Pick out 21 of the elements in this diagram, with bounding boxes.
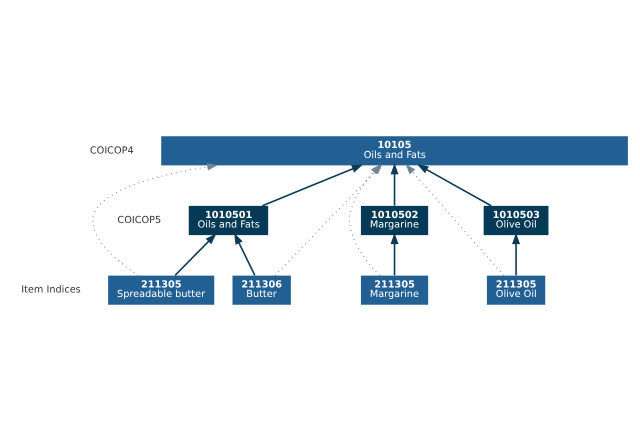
arrow [406, 164, 504, 276]
node-box: 1010501 Oils and Fats [188, 205, 268, 235]
arrow [234, 232, 256, 276]
arrow [262, 164, 364, 206]
node-box: 10105 Oils and Fats [161, 136, 628, 165]
arrow [92, 162, 218, 276]
label: COICOP4 [90, 144, 134, 156]
node-box: 211306 Butter [232, 275, 291, 304]
label: Item Indices [21, 284, 81, 296]
arrow [390, 232, 399, 275]
label: COICOP5 [117, 214, 162, 226]
node-box: 211305 Olive Oil [486, 275, 546, 304]
node-box: 1010503 Olive Oil [484, 205, 548, 235]
arrow [390, 162, 399, 206]
arrow [417, 164, 492, 206]
node-box: 211305 Margarine [360, 275, 428, 304]
node-box: 1010502 Margarine [360, 205, 428, 235]
arrow [348, 164, 381, 276]
arrow [512, 232, 520, 275]
arrow [174, 232, 216, 276]
node-box: 211305 Spreadable butter [108, 275, 214, 304]
